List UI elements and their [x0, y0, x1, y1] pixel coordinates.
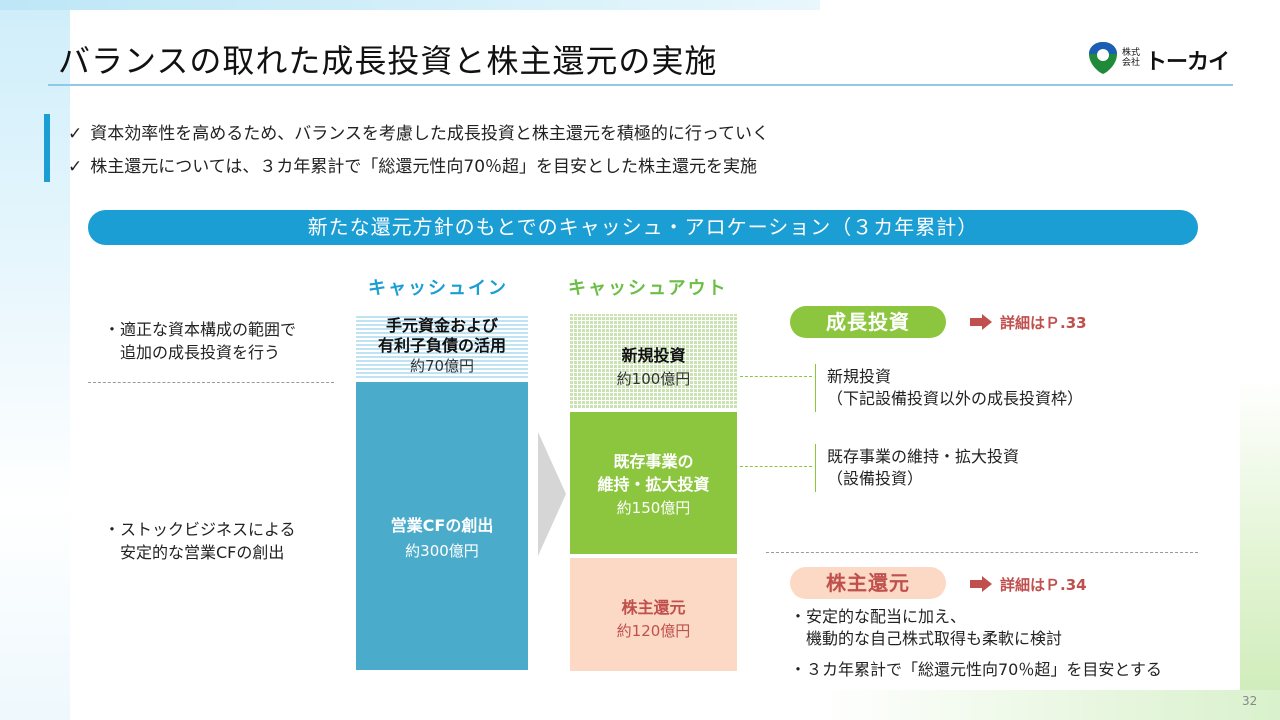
background-wash-top [0, 0, 820, 10]
cash-out-box-existing-business: 既存事業の 維持・拡大投資 約150億円 [570, 412, 737, 554]
cash-in-box-operating-cf: 営業CFの創出 約300億円 [356, 382, 528, 670]
growth-item-existing-business: 既存事業の維持・拡大投資 （設備投資） [827, 447, 1020, 488]
connector-existing-business [740, 466, 812, 467]
return-item-dividend: ・安定的な配当に加え、 機動的な自己株式取得も柔軟に検討 [790, 607, 1063, 648]
growth-investment-pill: 成長投資 [790, 306, 946, 338]
left-note-stock-business: ・ストックビジネスによる 安定的な営業CFの創出 [104, 520, 296, 562]
bullet-item: ✓資本効率性を高めるため、バランスを考慮した成長投資と株主還元を積極的に行ってい… [68, 124, 770, 144]
background-wash-left [0, 0, 70, 720]
connector-new-investment [740, 376, 812, 377]
cash-in-heading: キャッシュイン [368, 278, 508, 299]
page-title: バランスの取れた成長投資と株主還元の実施 [58, 42, 718, 80]
check-icon: ✓ [68, 157, 83, 177]
background-wash-bottom [820, 690, 1280, 720]
cash-in-box-funds: 手元資金および 有利子負債の活用 約70億円 [356, 314, 528, 380]
page-number: 32 [1242, 694, 1258, 708]
cash-out-heading: キャッシュアウト [568, 278, 728, 299]
growth-item-new-investment: 新規投資 （下記設備投資以外の成長投資枠） [827, 367, 1084, 408]
check-icon: ✓ [68, 124, 83, 144]
return-item-payout-target: ・３カ年累計で「総還元性向70％超」を目安とする [790, 660, 1162, 679]
logo-company-name: トーカイ [1145, 50, 1230, 75]
left-note-capital: ・適正な資本構成の範囲で 追加の成長投資を行う [104, 320, 297, 362]
bracket-new-investment [815, 364, 816, 412]
growth-detail-link[interactable]: 詳細はＰ.33 [970, 312, 1087, 334]
flow-arrow-icon [538, 432, 566, 556]
allocation-banner: 新たな還元方針のもとでのキャッシュ・アロケーション（３カ年累計） [88, 210, 1198, 245]
tokai-logo-icon [1088, 40, 1118, 76]
arrow-right-icon [970, 313, 992, 334]
logo-company-prefix: 株式会社 [1122, 48, 1141, 68]
title-underline [48, 84, 1233, 86]
left-divider [88, 382, 334, 383]
shareholder-return-pill: 株主還元 [790, 567, 946, 599]
arrow-right-icon [970, 575, 992, 596]
right-divider [766, 552, 1198, 553]
return-detail-link[interactable]: 詳細はＰ.34 [970, 574, 1087, 596]
background-wash-right [1240, 380, 1280, 720]
cash-out-box-new-investment: 新規投資 約100億円 [570, 314, 737, 408]
bullet-item: ✓株主還元については、３カ年累計で「総還元性向70％超」を目安とした株主還元を実… [68, 157, 758, 177]
bracket-existing-business [815, 444, 816, 492]
cash-out-box-shareholder-return: 株主還元 約120億円 [570, 558, 737, 671]
bullet-accent-bar [44, 114, 50, 182]
